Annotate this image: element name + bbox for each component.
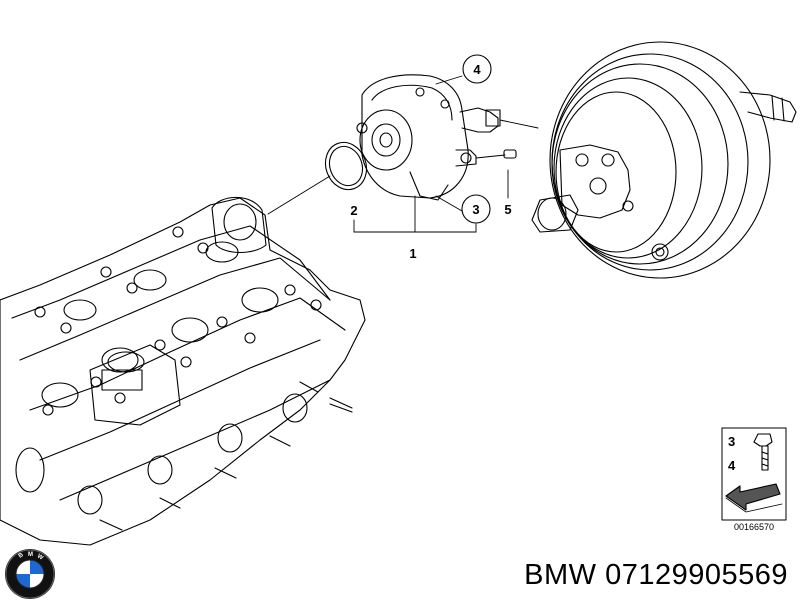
- part-caption: BMW 07129905569: [524, 559, 788, 591]
- callout-5-label: 5: [504, 202, 511, 217]
- bmw-logo: B M W: [5, 549, 55, 599]
- callout-4-circle: [462, 54, 492, 84]
- callout-3-circle: [461, 194, 491, 224]
- cylinder-head: [0, 196, 366, 546]
- legend-item-3: 3: [728, 434, 735, 449]
- callout-1-label: 1: [409, 246, 416, 261]
- check-valve-fitting: [503, 149, 517, 159]
- diagram-code: 00166570: [734, 522, 774, 532]
- bolt-icon: [753, 433, 773, 471]
- arrow-icon: [725, 483, 783, 513]
- svg-text:W: W: [36, 554, 44, 562]
- vacuum-pump: [356, 74, 501, 201]
- callout-4-label: 4: [473, 62, 481, 77]
- svg-text:M: M: [28, 552, 33, 558]
- callout-2-label: 2: [350, 203, 357, 218]
- gasket-ring: [324, 141, 368, 191]
- legend-item-4: 4: [728, 458, 736, 473]
- svg-text:B: B: [18, 552, 26, 560]
- legend-box: [721, 427, 787, 521]
- callout-3-label: 3: [472, 202, 479, 217]
- alignment-line: [267, 175, 331, 215]
- callout-leaders: [353, 75, 509, 233]
- brake-booster: [531, 41, 797, 279]
